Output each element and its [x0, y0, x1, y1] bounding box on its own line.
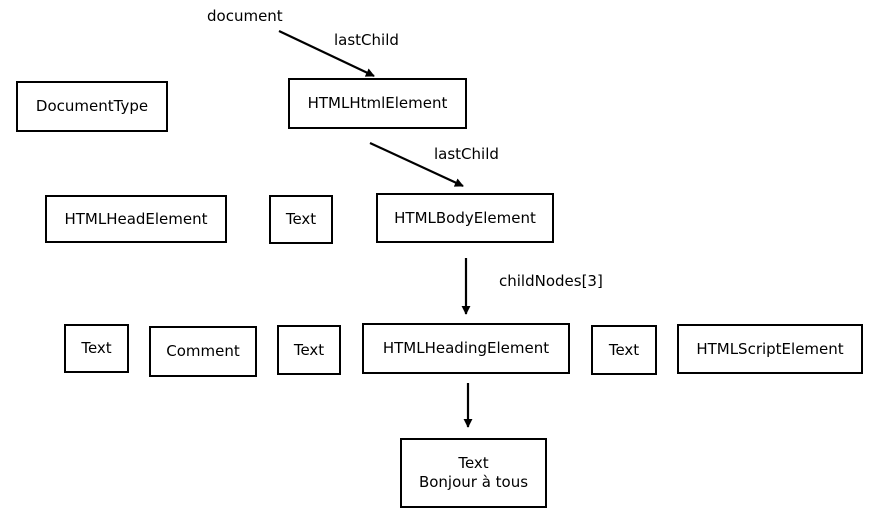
comment-node: Comment: [149, 326, 257, 377]
body-element-label: HTMLBodyElement: [394, 208, 536, 227]
last-child-label-1: lastChild: [334, 31, 399, 49]
child-nodes-label: childNodes[3]: [499, 272, 603, 290]
text-leaf-type-label: Text: [458, 454, 489, 472]
html-to-body-arrow: [369, 142, 464, 187]
text-node-4: Text: [591, 325, 657, 375]
document-label: document: [207, 7, 283, 25]
text-node-1-label: Text: [285, 210, 317, 228]
document-to-html-arrow: [278, 30, 375, 77]
document-type-label: DocumentType: [35, 97, 149, 115]
html-element-node: HTMLHtmlElement: [288, 78, 467, 129]
text-node-1: Text: [269, 195, 333, 244]
text-node-2-label: Text: [81, 339, 112, 357]
last-child-label-2: lastChild: [434, 145, 499, 163]
text-leaf-node: Text Bonjour à tous: [400, 438, 547, 508]
text-node-3-label: Text: [293, 340, 325, 359]
heading-element-node: HTMLHeadingElement: [362, 323, 570, 374]
text-node-4-label: Text: [608, 340, 640, 359]
text-node-3: Text: [277, 325, 341, 375]
text-leaf-value-label: Bonjour à tous: [418, 473, 529, 491]
script-element-label: HTMLScriptElement: [696, 339, 844, 358]
head-element-node: HTMLHeadElement: [45, 195, 227, 243]
html-element-label: HTMLHtmlElement: [307, 94, 448, 112]
text-node-2: Text: [64, 324, 129, 373]
script-element-node: HTMLScriptElement: [677, 324, 863, 374]
comment-label: Comment: [166, 342, 240, 360]
heading-element-label: HTMLHeadingElement: [382, 339, 550, 357]
body-element-node: HTMLBodyElement: [376, 193, 554, 243]
head-element-label: HTMLHeadElement: [64, 209, 208, 228]
document-type-node: DocumentType: [16, 81, 168, 132]
